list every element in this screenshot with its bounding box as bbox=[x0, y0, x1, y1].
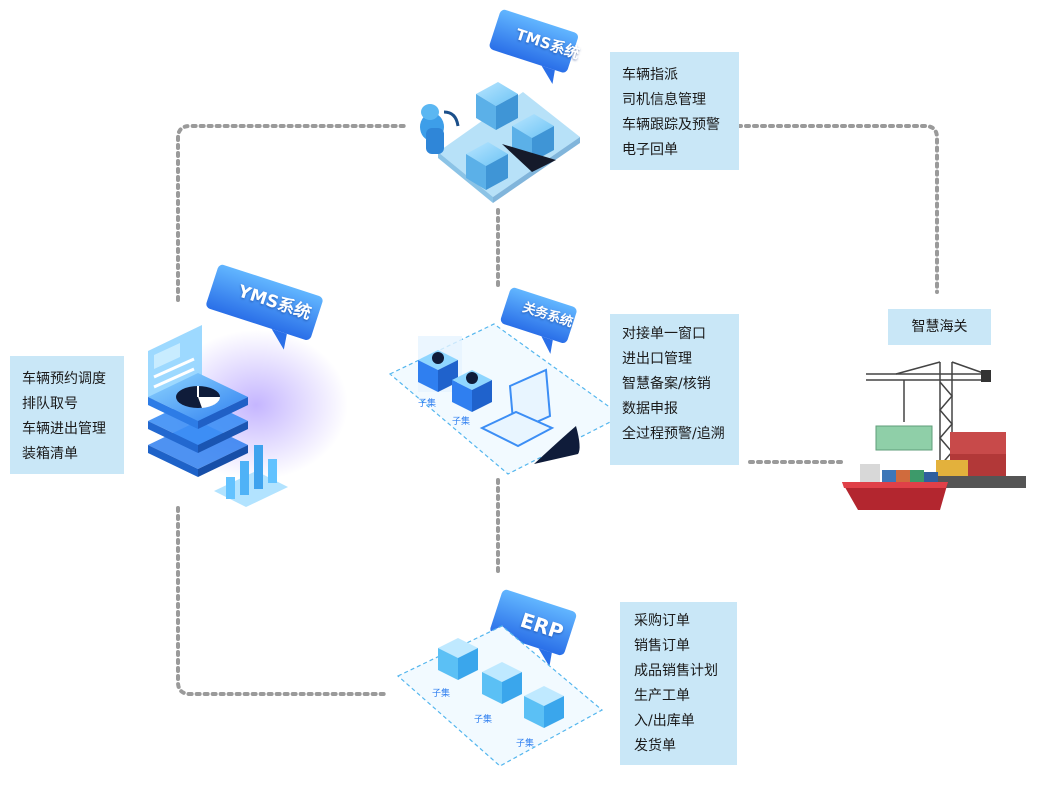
customs-function-list: 对接单一窗口 进出口管理 智慧备案/核销 数据申报 全过程预警/追溯 bbox=[610, 314, 739, 465]
customs-function-item: 对接单一窗口 bbox=[622, 326, 706, 342]
erp-cube-1 bbox=[438, 638, 478, 680]
erp-function-item: 生产工单 bbox=[634, 688, 690, 704]
connector-yms-tms bbox=[176, 124, 406, 302]
port-ship-illustration bbox=[842, 361, 1026, 510]
pie-chart-icon bbox=[176, 386, 221, 408]
erp-function-item: 入/出库单 bbox=[634, 713, 695, 729]
customs-function-item: 智慧备案/核销 bbox=[622, 376, 711, 392]
yms-function-item: 车辆进出管理 bbox=[22, 421, 106, 437]
yms-function-item: 装箱清单 bbox=[22, 446, 78, 462]
erp-function-item: 销售订单 bbox=[634, 638, 690, 654]
yms-layer-stack bbox=[148, 373, 248, 477]
tms-cube-3 bbox=[466, 142, 508, 190]
erp-function-list: 采购订单 销售订单 成品销售计划 生产工单 入/出库单 发货单 bbox=[620, 602, 737, 765]
tms-tag-shape bbox=[487, 7, 581, 85]
tms-function-item: 电子回单 bbox=[622, 142, 678, 158]
customs-node-label-1: 子集 bbox=[418, 399, 437, 409]
tms-function-list: 车辆指派 司机信息管理 车辆跟踪及预警 电子回单 bbox=[610, 52, 739, 170]
customs-function-item: 数据申报 bbox=[622, 401, 678, 417]
tms-function-item: 车辆跟踪及预警 bbox=[622, 117, 720, 133]
laptop-icon bbox=[479, 368, 555, 448]
erp-node-label-1: 子集 bbox=[432, 689, 451, 699]
dock bbox=[922, 476, 1026, 488]
erp-node-label-3: 子集 bbox=[516, 739, 535, 749]
yms-function-item: 车辆预约调度 bbox=[22, 371, 106, 387]
customs-node-label-2: 子集 bbox=[452, 417, 471, 427]
tms-function-item: 司机信息管理 bbox=[622, 92, 706, 108]
tms-cube-1 bbox=[476, 82, 518, 130]
yms-tag-shape bbox=[204, 262, 325, 350]
customs-illustration bbox=[388, 285, 624, 475]
container-stack bbox=[950, 432, 1006, 454]
ship-icon bbox=[842, 464, 948, 510]
customs-function-item: 进出口管理 bbox=[622, 351, 692, 367]
bar-chart-icon bbox=[214, 445, 288, 507]
erp-illustration bbox=[396, 587, 604, 767]
tms-illustration bbox=[420, 7, 581, 203]
customs-cube-2 bbox=[452, 370, 492, 412]
erp-function-item: 采购订单 bbox=[634, 613, 690, 629]
container-icon bbox=[875, 425, 933, 451]
tms-function-item: 车辆指派 bbox=[622, 67, 678, 83]
connector-yms-erp bbox=[176, 506, 388, 696]
customs-function-item: 全过程预警/追溯 bbox=[622, 426, 725, 442]
customs-tag-shape bbox=[498, 285, 579, 354]
erp-function-item: 发货单 bbox=[634, 738, 676, 754]
tms-worker bbox=[420, 104, 460, 154]
yms-function-list: 车辆预约调度 排队取号 车辆进出管理 装箱清单 bbox=[10, 356, 124, 474]
yms-illustration bbox=[148, 262, 348, 507]
customs-swoosh bbox=[534, 426, 580, 464]
smart-customs-label: 智慧海关 bbox=[888, 309, 991, 345]
yms-function-item: 排队取号 bbox=[22, 396, 78, 412]
tms-arrow bbox=[502, 144, 556, 172]
connector-tms-smart-customs bbox=[736, 124, 939, 294]
erp-function-item: 成品销售计划 bbox=[634, 663, 718, 679]
erp-cube-3 bbox=[524, 686, 564, 728]
erp-cube-2 bbox=[482, 662, 522, 704]
erp-node-label-2: 子集 bbox=[474, 715, 493, 725]
